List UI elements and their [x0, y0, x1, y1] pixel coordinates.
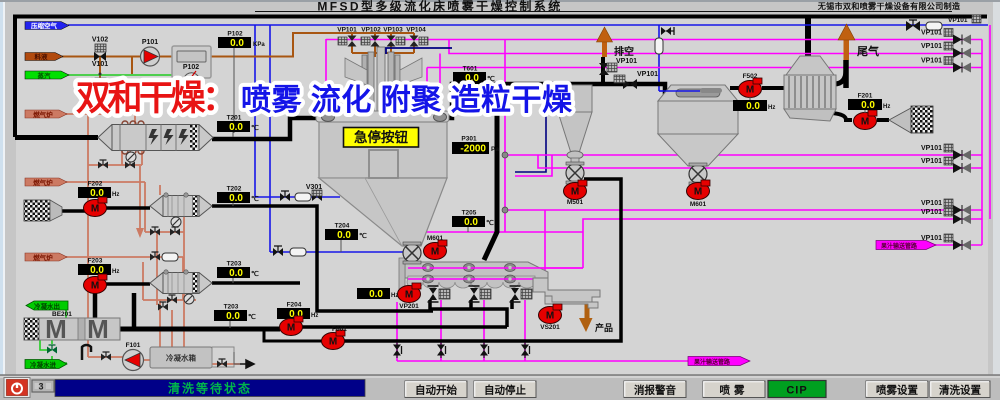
- svg-text:0.0: 0.0: [229, 268, 243, 279]
- svg-text:急停按钮: 急停按钮: [354, 129, 408, 145]
- svg-text:V301: V301: [306, 184, 322, 191]
- svg-text:VP201: VP201: [399, 303, 419, 310]
- svg-text:VP101: VP101: [337, 27, 357, 34]
- svg-text:VP101: VP101: [637, 71, 658, 78]
- svg-text:燃气炉: 燃气炉: [33, 110, 53, 119]
- svg-text:-2000: -2000: [460, 144, 486, 155]
- svg-text:M: M: [87, 314, 109, 344]
- svg-text:冷凝水出: 冷凝水出: [34, 302, 60, 311]
- svg-text:V102: V102: [92, 37, 108, 44]
- svg-text:燃气炉: 燃气炉: [33, 178, 53, 187]
- svg-text:燃气炉: 燃气炉: [33, 253, 53, 262]
- svg-text:0.0: 0.0: [746, 101, 760, 112]
- svg-text:T203: T203: [227, 261, 242, 268]
- svg-text:F202: F202: [88, 181, 103, 188]
- svg-text:0.0: 0.0: [289, 309, 303, 320]
- svg-text:T601: T601: [463, 66, 478, 73]
- svg-text:T201: T201: [227, 115, 242, 122]
- svg-text:0.0: 0.0: [229, 193, 243, 204]
- svg-text:F101: F101: [126, 342, 141, 349]
- svg-text:T203: T203: [224, 304, 239, 311]
- svg-text:Hz: Hz: [311, 313, 318, 319]
- svg-text:无锡市双和喷雾干燥设备有限公司制造: 无锡市双和喷雾干燥设备有限公司制造: [817, 1, 961, 11]
- svg-text:℃: ℃: [487, 75, 495, 83]
- svg-text:0.0: 0.0: [226, 311, 240, 322]
- svg-text:℃: ℃: [486, 219, 494, 227]
- svg-text:℃: ℃: [251, 270, 259, 278]
- svg-text:排空: 排空: [614, 45, 634, 58]
- svg-text:MFSD型多级流化床喷雾干燥控制系统: MFSD型多级流化床喷雾干燥控制系统: [317, 0, 562, 14]
- svg-text:压缩空气: 压缩空气: [31, 21, 58, 30]
- svg-text:VP102: VP102: [361, 27, 381, 34]
- svg-text:0.0: 0.0: [90, 265, 104, 276]
- svg-text:0.0: 0.0: [229, 122, 243, 133]
- svg-text:消报警音: 消报警音: [634, 384, 676, 397]
- svg-text:0.0: 0.0: [464, 217, 478, 228]
- svg-text:0.0: 0.0: [230, 38, 244, 49]
- svg-text:P301: P301: [461, 136, 477, 143]
- svg-text:M501: M501: [567, 199, 584, 206]
- svg-text:喷雾设置: 喷雾设置: [876, 384, 918, 397]
- svg-text:Hz: Hz: [883, 104, 890, 110]
- svg-text:VP103: VP103: [383, 27, 403, 34]
- svg-text:℃: ℃: [251, 124, 259, 132]
- svg-text:冷凝水箱: 冷凝水箱: [166, 353, 196, 363]
- svg-text:F601: F601: [332, 326, 347, 333]
- svg-text:P101: P101: [142, 39, 158, 46]
- svg-text:0.0: 0.0: [369, 289, 383, 300]
- svg-text:KPa: KPa: [253, 42, 265, 48]
- svg-text:℃: ℃: [359, 232, 367, 240]
- svg-text:T204: T204: [335, 223, 350, 230]
- svg-text:产品: 产品: [595, 322, 613, 333]
- svg-text:F203: F203: [88, 258, 103, 265]
- svg-text:T202: T202: [227, 186, 242, 193]
- svg-text:M601: M601: [690, 201, 707, 208]
- svg-text:Hz: Hz: [112, 269, 119, 275]
- svg-text:CIP: CIP: [786, 385, 807, 397]
- svg-text:0.0: 0.0: [465, 73, 479, 84]
- svg-text:P102: P102: [227, 31, 243, 38]
- svg-text:VP104: VP104: [406, 27, 426, 34]
- svg-text:0.0: 0.0: [90, 188, 104, 199]
- svg-text:M601: M601: [427, 235, 444, 242]
- svg-text:Hz: Hz: [112, 192, 119, 198]
- svg-text:℃: ℃: [251, 195, 259, 203]
- svg-text:VS201: VS201: [540, 324, 560, 331]
- svg-text:料液: 料液: [35, 52, 49, 61]
- svg-text:Pa: Pa: [491, 146, 499, 153]
- svg-text:尾气: 尾气: [856, 44, 879, 58]
- svg-text:自动停止: 自动停止: [484, 384, 526, 397]
- svg-text:喷雾: 喷雾: [720, 384, 749, 397]
- svg-text:VP101: VP101: [616, 58, 637, 65]
- svg-text:清洗设置: 清洗设置: [939, 384, 981, 397]
- svg-text:蒸汽: 蒸汽: [38, 71, 52, 80]
- svg-text:果汁输送管路: 果汁输送管路: [880, 242, 918, 250]
- svg-text:Hz: Hz: [768, 105, 775, 111]
- svg-text:0.0: 0.0: [861, 100, 875, 111]
- svg-text:P102: P102: [183, 64, 199, 71]
- svg-text:F502: F502: [743, 73, 758, 80]
- svg-text:T205: T205: [462, 210, 477, 217]
- svg-text:冷凝水进: 冷凝水进: [30, 360, 57, 369]
- svg-text:℃: ℃: [248, 313, 256, 321]
- svg-text:V101: V101: [92, 61, 108, 68]
- svg-text:VP101: VP101: [948, 17, 968, 24]
- svg-text:清洗等待状态: 清洗等待状态: [168, 381, 252, 396]
- svg-text:Hz: Hz: [391, 293, 398, 299]
- svg-text:果汁输送管路: 果汁输送管路: [693, 358, 731, 366]
- svg-text:M: M: [45, 314, 67, 344]
- svg-text:喷雾 流化 附聚 造粒干燥: 喷雾 流化 附聚 造粒干燥: [241, 83, 573, 117]
- svg-text:F204: F204: [287, 302, 302, 309]
- svg-text:F201: F201: [858, 93, 873, 100]
- svg-text:0.0: 0.0: [337, 230, 351, 241]
- svg-text:自动开始: 自动开始: [415, 384, 457, 397]
- svg-text:3: 3: [38, 382, 43, 392]
- svg-text:双和干燥：: 双和干燥：: [76, 79, 234, 118]
- svg-text:BE201: BE201: [52, 311, 72, 318]
